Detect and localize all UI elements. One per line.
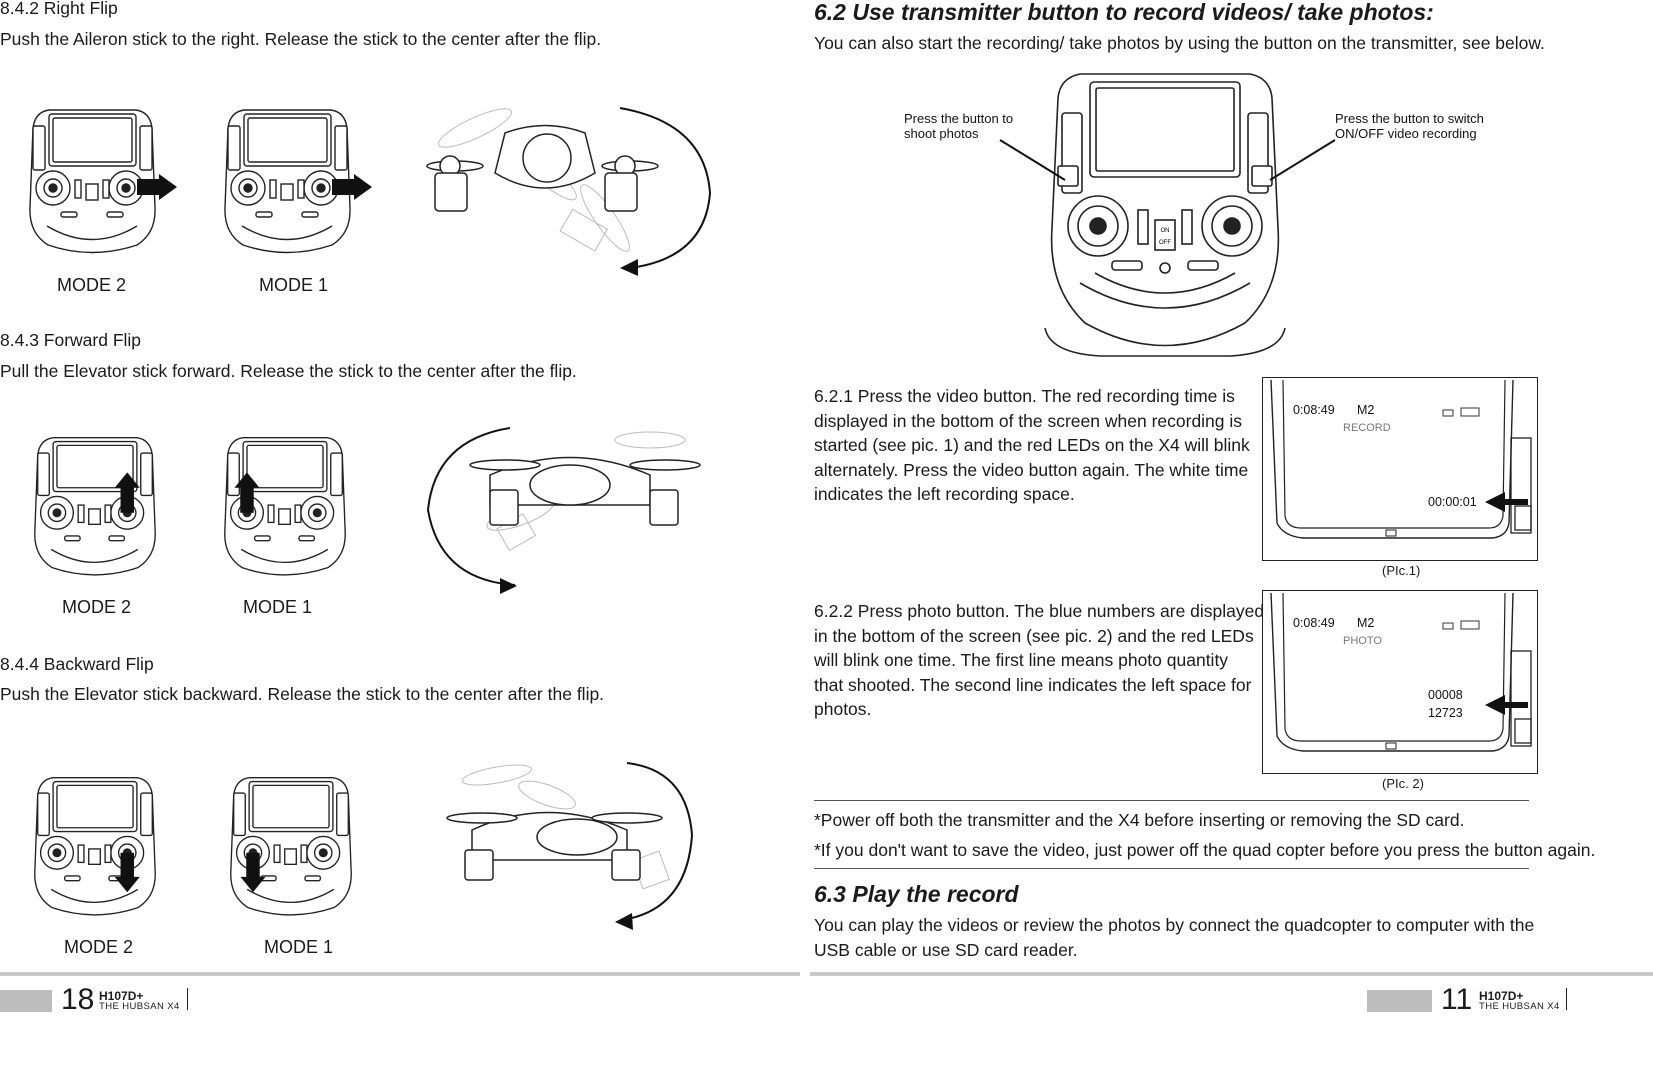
section-heading-play-record: 6.3 Play the record bbox=[814, 881, 1019, 907]
footer-divider bbox=[1566, 988, 1567, 1010]
callout-photo-line1: Press the button to bbox=[904, 111, 1014, 126]
footer-rule bbox=[810, 972, 1653, 976]
screen-photo-count: 00008 bbox=[1428, 688, 1463, 702]
callout-photo-line2: shoot photos bbox=[904, 126, 979, 141]
section-heading-forward-flip: 8.4.3 Forward Flip bbox=[0, 330, 142, 350]
mode-2-label: MODE 2 bbox=[62, 597, 132, 617]
record-intro-text: You can also start the recording/ take p… bbox=[814, 33, 1545, 53]
video-button-paragraph: 6.2.1 Press the video button. The red re… bbox=[814, 384, 1250, 507]
footer-bar bbox=[0, 990, 52, 1012]
transmitter-diagram-mode1-right bbox=[220, 108, 372, 261]
screen-record-counter: 00:00:01 bbox=[1428, 495, 1477, 509]
drone-right-flip-diagram bbox=[405, 78, 725, 283]
note-power-off: *Power off both the transmitter and the … bbox=[814, 810, 1465, 830]
notes-bottom-rule bbox=[814, 868, 1529, 869]
screen-time: 0:08:49 bbox=[1293, 616, 1335, 630]
para-line: displayed in the bottom of the screen wh… bbox=[814, 410, 1243, 431]
mode-2-label: MODE 2 bbox=[57, 275, 127, 295]
footer-brand: H107D+ THE HUBSAN X4 bbox=[99, 990, 180, 1012]
screen-mode: M2 bbox=[1357, 616, 1375, 630]
mode-1-label: MODE 1 bbox=[264, 937, 334, 957]
screen-status-photo: PHOTO bbox=[1343, 635, 1382, 647]
transmitter-diagram-mode1-backward bbox=[226, 773, 356, 926]
callout-photo-button: Press the button to shoot photos bbox=[904, 111, 1013, 141]
para-line: photos. bbox=[814, 699, 872, 719]
para-line: alternately. Press the video button agai… bbox=[814, 459, 1249, 480]
drone-backward-flip-diagram bbox=[437, 755, 717, 940]
play-record-paragraph: You can play the videos or review the ph… bbox=[814, 913, 1534, 962]
mode-1-label: MODE 1 bbox=[243, 597, 313, 617]
switch-off-label: OFF bbox=[1159, 240, 1171, 246]
brand-name: H107D+ bbox=[1479, 989, 1524, 1003]
right-flip-instructions: Push the Aileron stick to the right. Rel… bbox=[0, 29, 602, 49]
switch-on-label: ON bbox=[1161, 228, 1170, 234]
section-heading-record-videos: 6.2 Use transmitter button to record vid… bbox=[814, 0, 1434, 25]
mode-1-label: MODE 1 bbox=[259, 275, 329, 295]
pic2-caption: (PIc. 2) bbox=[1382, 776, 1424, 791]
transmitter-diagram-mode2-backward bbox=[30, 773, 160, 926]
page-number: 18 bbox=[61, 983, 95, 1016]
screen-time: 0:08:49 bbox=[1293, 403, 1335, 417]
notes-top-rule bbox=[814, 800, 1529, 801]
transmitter-diagram-mode2-right bbox=[25, 108, 177, 261]
forward-flip-instructions: Pull the Elevator stick forward. Release… bbox=[0, 361, 577, 381]
callout-leader-lines bbox=[999, 139, 1336, 181]
pic1-caption: (PIc.1) bbox=[1382, 563, 1421, 578]
callout-video-line2: ON/OFF video recording bbox=[1335, 126, 1477, 141]
brand-subtitle: THE HUBSAN X4 bbox=[1479, 1001, 1560, 1012]
pic2-screen-diagram: 0:08:49 M2 PHOTO 00008 12723 bbox=[1262, 590, 1538, 774]
drone-forward-flip-diagram bbox=[420, 420, 710, 605]
section-heading-backward-flip: 8.4.4 Backward Flip bbox=[0, 654, 154, 674]
brand-name: H107D+ bbox=[99, 989, 144, 1003]
para-line: will blink one time. The first line mean… bbox=[814, 650, 1229, 670]
para-line: 6.2.2 Press photo button. The blue numbe… bbox=[814, 601, 1265, 621]
footer-divider bbox=[187, 988, 188, 1010]
page-number: 11 bbox=[1441, 983, 1473, 1016]
para-line: started (see pic. 1) and the red LEDs on… bbox=[814, 435, 1250, 455]
footer-bar bbox=[1367, 990, 1432, 1012]
section-heading-right-flip: 8.4.2 Right Flip bbox=[0, 0, 118, 18]
pic1-screen-diagram: 0:08:49 M2 RECORD 00:00:01 bbox=[1262, 377, 1538, 561]
para-line: 6.2.1 Press the video button. The red re… bbox=[814, 386, 1235, 406]
screen-status-record: RECORD bbox=[1343, 422, 1391, 434]
para-line: USB cable or use SD card reader. bbox=[814, 939, 1078, 960]
note-no-save: *If you don't want to save the video, ju… bbox=[814, 840, 1596, 860]
footer-brand: H107D+ THE HUBSAN X4 bbox=[1479, 990, 1560, 1012]
screen-photo-space: 12723 bbox=[1428, 706, 1463, 720]
transmitter-diagram-mode2-forward bbox=[30, 433, 160, 586]
para-line: that shooted. The second line indicates … bbox=[814, 674, 1252, 695]
callout-video-line1: Press the button to switch bbox=[1335, 111, 1484, 126]
para-line: indicates the left recording space. bbox=[814, 484, 1075, 504]
footer-rule bbox=[0, 972, 800, 976]
screen-mode: M2 bbox=[1357, 403, 1375, 417]
transmitter-diagram-large: ON OFF bbox=[1040, 68, 1290, 363]
transmitter-diagram-mode1-forward bbox=[220, 433, 350, 586]
mode-2-label: MODE 2 bbox=[64, 937, 134, 957]
para-line: in the bottom of the screen (see pic. 2)… bbox=[814, 625, 1254, 646]
photo-button-paragraph: 6.2.2 Press photo button. The blue numbe… bbox=[814, 599, 1264, 722]
backward-flip-instructions: Push the Elevator stick backward. Releas… bbox=[0, 684, 605, 704]
callout-video-button: Press the button to switch ON/OFF video … bbox=[1335, 111, 1484, 141]
para-line: You can play the videos or review the ph… bbox=[814, 915, 1535, 935]
brand-subtitle: THE HUBSAN X4 bbox=[99, 1001, 180, 1012]
